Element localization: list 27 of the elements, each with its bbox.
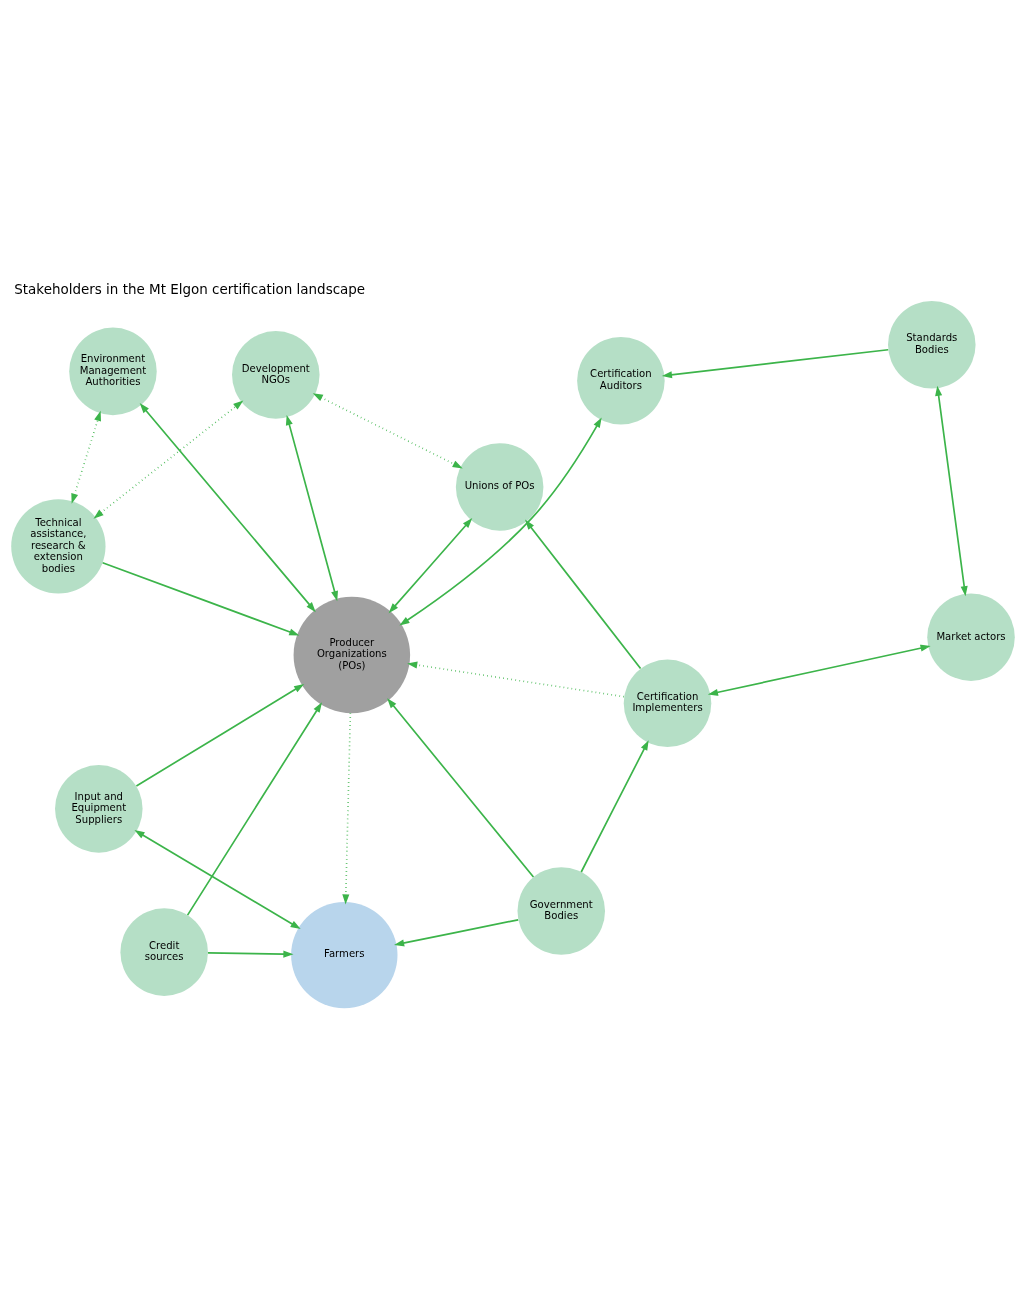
arrow: [935, 385, 968, 597]
arrow: [580, 740, 649, 873]
arrow: [388, 518, 473, 614]
arrow: [312, 393, 463, 469]
arrow: [186, 702, 322, 916]
arrow: [399, 417, 602, 626]
node-circle: Standards Bodies: [888, 300, 976, 389]
arrow: [707, 644, 931, 696]
node-circle: Government Bodies: [517, 867, 606, 955]
node-circle: Credit sources: [120, 908, 208, 996]
arrow: [134, 830, 301, 930]
node-circle: Certification Auditors: [577, 336, 665, 425]
arrow: [407, 661, 625, 698]
arrow: [135, 683, 305, 787]
arrow: [285, 414, 338, 602]
arrow: [394, 919, 519, 947]
node-circle: Market actors: [927, 593, 1015, 681]
node-circle: Certification Implementers: [623, 659, 712, 748]
arrow: [207, 950, 294, 958]
arrow: [101, 561, 300, 636]
arrow: [139, 403, 316, 613]
arrow: [93, 400, 244, 519]
diagram-title: Stakeholders in the Mt Elgon certification landscape: [14, 281, 366, 298]
arrow: [387, 698, 535, 878]
arrow: [661, 348, 890, 379]
arrow: [525, 519, 642, 670]
arrow: [71, 410, 101, 504]
